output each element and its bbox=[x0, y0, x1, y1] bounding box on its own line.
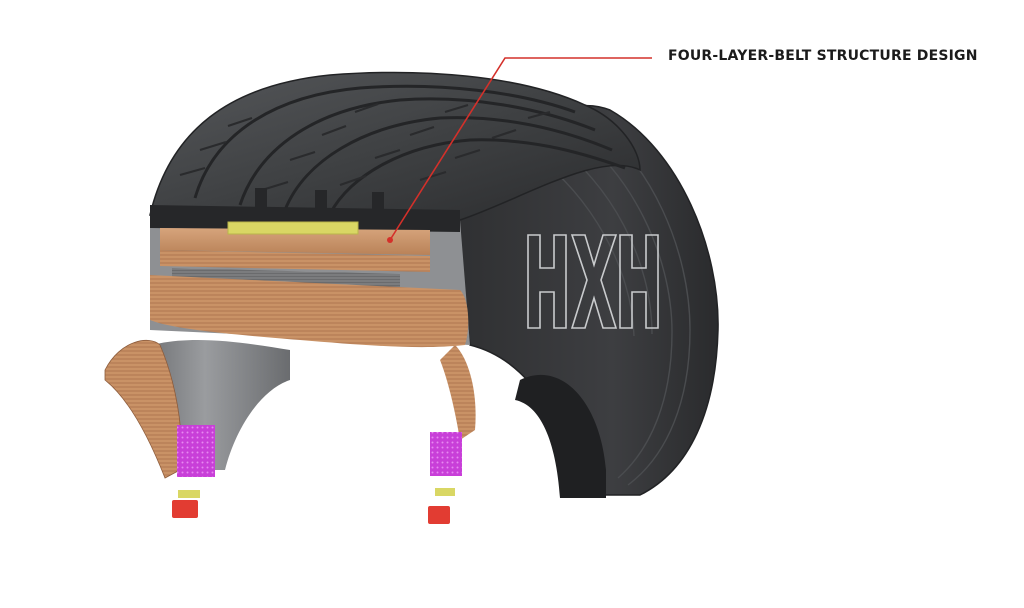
belt-upper bbox=[160, 228, 430, 255]
callout-anchor-dot bbox=[387, 237, 393, 243]
bead-core-left bbox=[178, 490, 200, 498]
bead-core-right bbox=[435, 488, 455, 496]
belt-top-accent bbox=[227, 221, 359, 235]
bead-filler-left bbox=[177, 425, 215, 477]
tread-grooves bbox=[193, 84, 626, 215]
carcass-right-arch bbox=[440, 345, 476, 440]
carcass-ply bbox=[150, 275, 469, 348]
bead-toe-right bbox=[428, 506, 450, 524]
inner-opening bbox=[515, 374, 606, 498]
belt-lower bbox=[160, 250, 430, 272]
bead-filler-right bbox=[430, 432, 462, 476]
hxh-logo bbox=[527, 234, 659, 329]
section-tread-teeth bbox=[255, 188, 384, 214]
tire-body bbox=[104, 71, 719, 524]
callout-leader bbox=[389, 57, 652, 241]
callout-label: FOUR-LAYER-BELT STRUCTURE DESIGN bbox=[668, 48, 978, 64]
bead-toe-left bbox=[172, 500, 198, 518]
